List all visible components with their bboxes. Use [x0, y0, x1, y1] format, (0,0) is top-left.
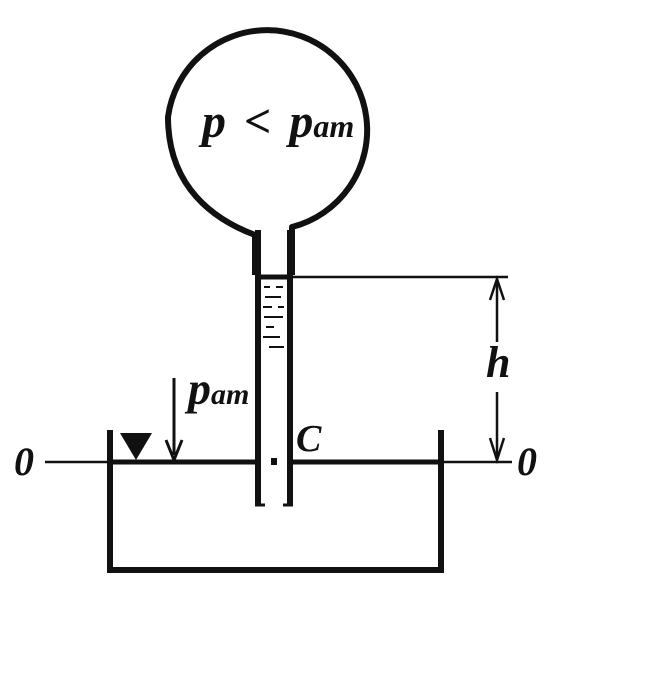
tube-liquid-hatching	[263, 286, 284, 348]
vessel	[107, 430, 444, 573]
atmospheric-pressure-label: pат	[184, 363, 249, 414]
bulb-outline	[165, 27, 371, 275]
height-label: h	[486, 338, 510, 387]
point-c-marker	[271, 458, 277, 465]
height-arrow-top	[488, 275, 506, 301]
point-c-label: C	[296, 418, 322, 460]
datum-label-left: 0	[14, 439, 34, 484]
bulb-pressure-label: p < pат	[198, 95, 354, 148]
pressure-arrow-head	[164, 439, 184, 465]
free-surface-triangle	[120, 433, 152, 460]
height-arrow-bottom	[488, 437, 506, 465]
datum-label-right: 0	[517, 439, 537, 484]
